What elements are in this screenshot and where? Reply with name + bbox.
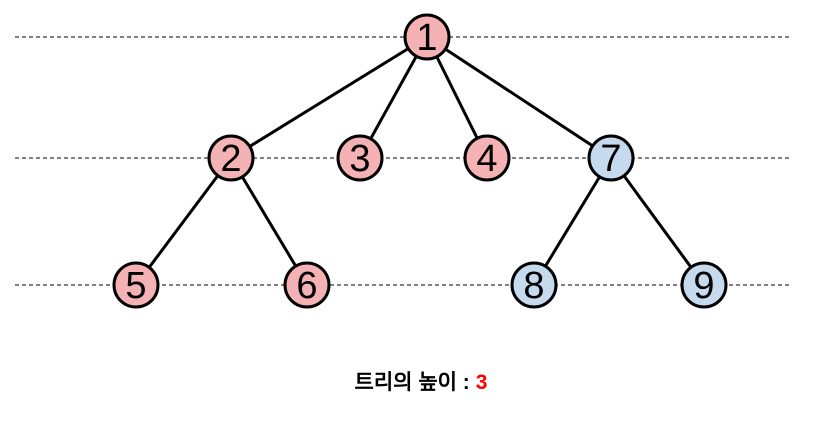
tree-node-2: 2	[207, 134, 255, 182]
tree-height-caption: 트리의 높이 :3	[355, 371, 488, 394]
tree-node-circle-4	[463, 134, 511, 182]
tree-node-circle-5	[112, 261, 160, 309]
tree-node-circle-2	[207, 134, 255, 182]
tree-node-label-4: 4	[476, 138, 497, 180]
tree-node-label-8: 8	[523, 265, 544, 307]
tree-node-4: 4	[463, 134, 511, 182]
tree-edge-1-2	[230, 35, 428, 160]
tree-edge-2-6	[229, 157, 309, 286]
tree-node-1: 1	[403, 13, 451, 61]
tree-node-label-1: 1	[416, 17, 437, 59]
tree-node-circle-8	[510, 261, 558, 309]
tree-node-label-9: 9	[693, 265, 714, 307]
tree-node-label-6: 6	[296, 265, 317, 307]
tree-node-8: 8	[510, 261, 558, 309]
tree-node-label-5: 5	[125, 265, 146, 307]
tree-edge-7-8	[532, 157, 613, 286]
tree-node-circle-1	[403, 13, 451, 61]
tree-edge-1-7	[426, 35, 612, 160]
tree-node-9: 9	[680, 261, 728, 309]
tree-edge-7-9	[609, 157, 706, 286]
tree-node-3: 3	[336, 134, 384, 182]
tree-node-label-3: 3	[349, 138, 370, 180]
tree-node-6: 6	[283, 261, 331, 309]
tree-node-label-7: 7	[600, 138, 621, 180]
tree-node-5: 5	[112, 261, 160, 309]
tree-height-label: 트리의 높이 :	[354, 371, 470, 394]
tree-node-circle-3	[336, 134, 384, 182]
tree-node-7: 7	[587, 134, 635, 182]
tree-edge-2-5	[134, 157, 233, 286]
tree-node-circle-7	[587, 134, 635, 182]
tree-height-value: 3	[475, 371, 488, 394]
tree-node-circle-6	[283, 261, 331, 309]
tree-node-circle-9	[680, 261, 728, 309]
tree-node-label-2: 2	[220, 138, 241, 180]
